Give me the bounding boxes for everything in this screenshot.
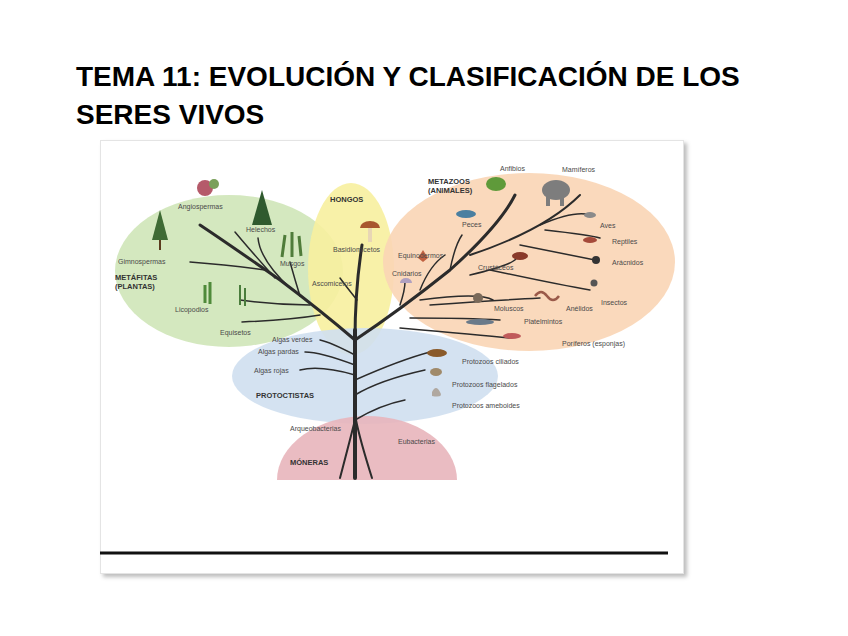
taxon-label: Poríferos (esponjas) <box>562 340 625 348</box>
taxon-label: Cnidarios <box>392 270 422 278</box>
taxon-label: Eubacterias <box>398 438 435 446</box>
kingdom-name: METÁFITAS (PLANTAS) <box>115 273 165 291</box>
taxon-label: Platelmintos <box>524 318 562 326</box>
taxon-label: Protozoos ameboides <box>452 402 520 410</box>
taxon-label: Mamíferos <box>562 166 595 174</box>
taxon-label: Anfibios <box>500 165 525 173</box>
rule-line <box>100 552 668 555</box>
taxon-label: Equisetos <box>220 329 251 337</box>
taxon-label: Reptiles <box>612 238 637 246</box>
taxon-label: Algas rojas <box>254 367 289 375</box>
taxon-label: Anélidos <box>566 305 593 313</box>
kingdom-name: MÓNERAS <box>290 458 350 467</box>
taxon-label: Angiospermas <box>178 203 223 211</box>
taxon-label: Crustáceos <box>478 264 513 272</box>
kingdom-name: METAZOOS (ANIMALES) <box>428 177 488 195</box>
taxon-label: Helechos <box>246 226 275 234</box>
taxon-label: Algas verdes <box>272 336 312 344</box>
taxon-label: Equinodermos <box>398 252 443 260</box>
taxon-label: Basidiomicetos <box>333 246 380 254</box>
taxon-label: Algas pardas <box>258 348 299 356</box>
taxon-label: Arácnidos <box>612 259 643 267</box>
taxon-label: Protozoos flagelados <box>452 381 517 389</box>
kingdom-name: HONGOS <box>330 195 380 204</box>
organism-icons <box>152 177 600 397</box>
taxon-label: Moluscos <box>494 305 524 313</box>
taxon-label: Arqueobacterias <box>290 425 341 433</box>
page-title: TEMA 11: EVOLUCIÓN Y CLASIFICACIÓN DE LO… <box>76 58 796 134</box>
taxon-label: Musgos <box>280 260 305 268</box>
taxon-label: Gimnospermas <box>118 258 165 266</box>
taxon-label: Licopodios <box>175 306 208 314</box>
taxon-label: Protozoos ciliados <box>462 358 519 366</box>
taxon-label: Aves <box>600 222 615 230</box>
taxon-label: Ascomicetos <box>312 280 352 288</box>
taxon-label: Peces <box>462 221 481 229</box>
kingdom-name: PROTOCTISTAS <box>256 391 336 400</box>
taxon-label: Insectos <box>601 299 627 307</box>
